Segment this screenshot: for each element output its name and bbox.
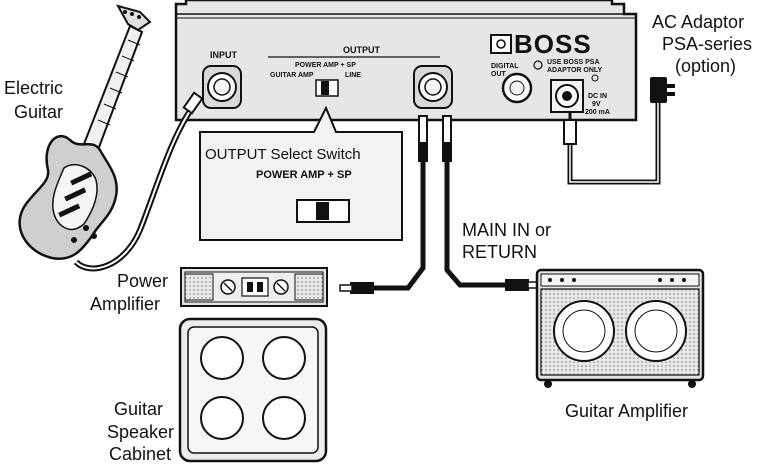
callout-title: OUTPUT Select Switch bbox=[205, 146, 361, 163]
output-cables bbox=[339, 115, 541, 294]
cabinet-label-1: Guitar bbox=[114, 399, 163, 419]
digital-out-label-1: DIGITAL bbox=[491, 63, 519, 70]
speaker-icon bbox=[262, 336, 306, 380]
input-jack bbox=[202, 65, 242, 109]
cabinet-label-2: Speaker bbox=[107, 422, 174, 442]
digital-out-label-2: OUT bbox=[491, 71, 507, 78]
power-amp-label-2: Amplifier bbox=[90, 294, 160, 314]
brand-name: BOSS bbox=[514, 29, 592, 59]
guitar-amp-label: Guitar Amplifier bbox=[565, 401, 688, 421]
output-label: OUTPUT bbox=[343, 45, 381, 55]
dc-label-1: DC IN bbox=[588, 93, 607, 100]
speaker-icon bbox=[200, 396, 244, 440]
dc-in-jack bbox=[550, 79, 584, 113]
ac-adaptor bbox=[563, 77, 675, 185]
line-label: LINE bbox=[345, 72, 361, 79]
ac-adaptor-label-3: (option) bbox=[675, 56, 736, 76]
electric-guitar-label-1: Electric bbox=[4, 78, 63, 98]
main-in-label-1: MAIN IN or bbox=[462, 220, 551, 240]
psa-label-2: ADAPTOR ONLY bbox=[547, 67, 603, 74]
power-amplifier bbox=[180, 267, 328, 307]
speaker-icon bbox=[262, 396, 306, 440]
power-amp-label-1: Power bbox=[117, 271, 168, 291]
digital-out-jack bbox=[501, 72, 533, 104]
ac-adaptor-label-2: PSA-series bbox=[662, 34, 752, 54]
output-jack bbox=[413, 65, 453, 109]
effects-pedal: INPUT OUTPUT POWER AMP + SP GUITAR AMP L… bbox=[174, 0, 638, 122]
polarity-icon bbox=[591, 74, 599, 82]
psa-label-1: USE BOSS PSA bbox=[547, 59, 600, 66]
dc-label-3: 200 mA bbox=[585, 109, 610, 116]
power-amp-sp-label: POWER AMP + SP bbox=[295, 62, 356, 69]
guitar-amplifier bbox=[535, 268, 705, 388]
output-select-switch[interactable] bbox=[315, 79, 339, 97]
speaker-icon bbox=[200, 336, 244, 380]
input-label: INPUT bbox=[210, 50, 238, 60]
screw-icon bbox=[533, 60, 543, 70]
cabinet-label-3: Cabinet bbox=[109, 444, 171, 464]
callout-subtitle: POWER AMP + SP bbox=[256, 169, 352, 181]
output-switch-callout: OUTPUT Select Switch POWER AMP + SP bbox=[199, 105, 403, 241]
dc-label-2: 9V bbox=[592, 101, 601, 108]
guitar-speaker-cabinet bbox=[178, 317, 328, 463]
guitar-amp-label: GUITAR AMP bbox=[270, 72, 314, 79]
main-in-label-2: RETURN bbox=[462, 242, 537, 262]
electric-guitar bbox=[18, 4, 152, 261]
ac-adaptor-label-1: AC Adaptor bbox=[652, 12, 744, 32]
guitar-input-cable bbox=[73, 91, 204, 272]
boss-logo: BOSS bbox=[490, 29, 592, 59]
electric-guitar-label-2: Guitar bbox=[14, 102, 63, 122]
